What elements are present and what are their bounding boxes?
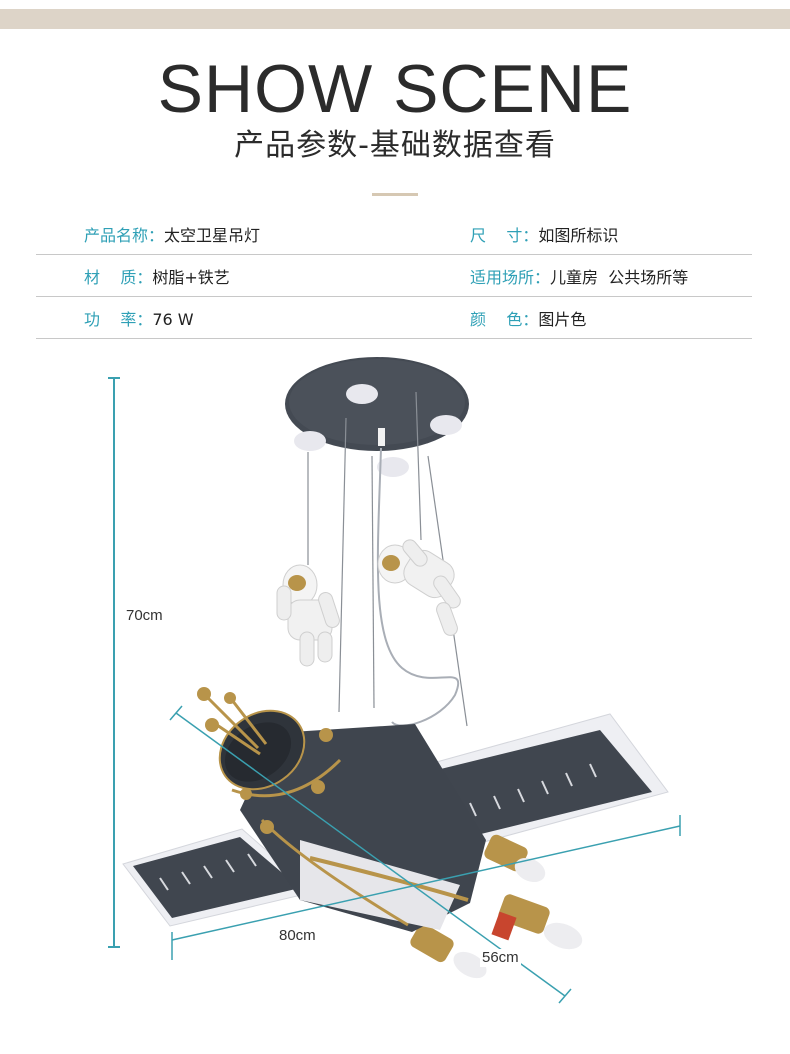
spec-label: 材 质：: [84, 268, 153, 287]
depth-dimension-label: 56cm: [480, 949, 521, 967]
spec-power: 功 率：76 W: [84, 310, 194, 330]
engine-nozzles: [410, 834, 583, 979]
title-divider: [372, 193, 418, 196]
spec-row: 产品名称：太空卫星吊灯 尺 寸：如图所标识: [36, 222, 752, 255]
spec-color: 颜 色：图片色: [470, 310, 586, 330]
spec-table: 产品名称：太空卫星吊灯 尺 寸：如图所标识 材 质：树脂+铁艺 适用场所：儿童房…: [36, 222, 752, 339]
astronaut-left: [276, 564, 340, 667]
depth-dimension-line: [169, 705, 572, 1004]
spec-value: 儿童房 公共场所等: [550, 268, 689, 287]
page-subtitle: 产品参数-基础数据查看: [234, 128, 556, 163]
spec-label: 颜 色：: [470, 310, 539, 329]
page-title: SHOW SCENE: [157, 51, 633, 127]
width-dimension-label: 80cm: [277, 927, 318, 945]
product-figure: 70cm 80cm 56cm: [0, 340, 790, 1050]
spec-row: 材 质：树脂+铁艺 适用场所：儿童房 公共场所等: [36, 255, 752, 297]
spec-label: 适用场所：: [470, 268, 551, 287]
spec-value: 树脂+铁艺: [152, 268, 230, 287]
antennas: [197, 687, 268, 756]
spec-value: 图片色: [538, 310, 587, 329]
spec-label: 产品名称：: [84, 226, 165, 245]
spec-material: 材 质：树脂+铁艺: [84, 268, 230, 288]
astronaut-right: [377, 539, 461, 636]
height-dimension-label: 70cm: [124, 607, 165, 625]
spec-value: 太空卫星吊灯: [164, 226, 261, 245]
spec-usage: 适用场所：儿童房 公共场所等: [470, 268, 688, 288]
top-decor-band: [0, 9, 790, 29]
width-dimension-line: [171, 815, 681, 960]
spec-product-name: 产品名称：太空卫星吊灯: [84, 226, 260, 246]
satellite-body: [218, 709, 486, 932]
spec-size: 尺 寸：如图所标识: [470, 226, 618, 246]
spec-value: 76 W: [152, 310, 194, 329]
spec-value: 如图所标识: [538, 226, 619, 245]
spec-row: 功 率：76 W 颜 色：图片色: [36, 297, 752, 339]
spec-label: 功 率：: [84, 310, 153, 329]
satellite-lamp-illustration: [108, 357, 681, 1004]
height-dimension-line: [108, 377, 120, 948]
solar-panel-left: [122, 828, 316, 927]
spec-label: 尺 寸：: [470, 226, 539, 245]
ceiling-canopy: [285, 357, 469, 477]
